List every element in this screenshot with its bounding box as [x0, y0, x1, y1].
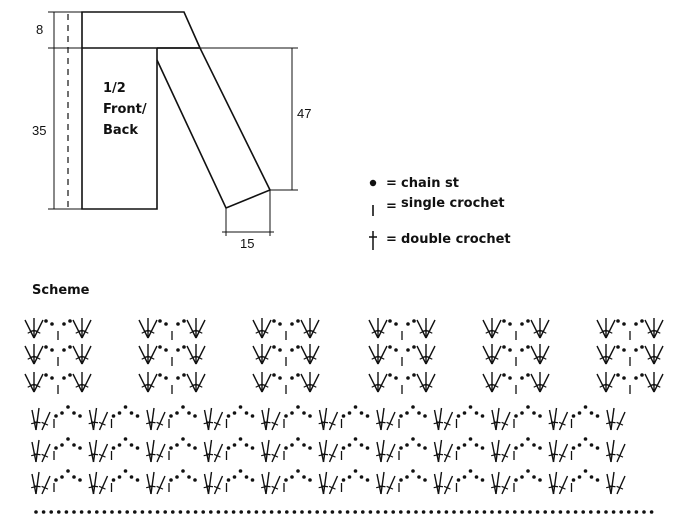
stitch-motif [482, 318, 550, 340]
stitch-motif [252, 318, 320, 340]
stitch-motif [146, 469, 197, 495]
stitch-motif [88, 469, 140, 495]
stitch-motif [368, 318, 436, 340]
stitch-motif [24, 344, 92, 366]
dimension-left: 35 [32, 123, 46, 138]
stitch-motif [596, 344, 664, 366]
stitch-motif [24, 318, 92, 340]
stitch-motif [88, 405, 140, 431]
stitch-motif [138, 372, 206, 394]
stitch-motif [203, 405, 255, 431]
stitch-motif [433, 437, 485, 463]
stitch-motif [261, 405, 312, 431]
stitch-motif [606, 439, 626, 463]
piece-label-line-3: Back [103, 123, 138, 138]
stitch-motif [606, 407, 626, 431]
chain-stitch-icon [369, 179, 377, 187]
legend-equals-3: = [386, 232, 397, 247]
stitch-motif [261, 437, 312, 463]
stitch-motif [482, 344, 550, 366]
stitch-motif [138, 318, 206, 340]
stitch-motif [318, 437, 370, 463]
stitch-motif [596, 318, 664, 340]
stitch-motif [368, 372, 436, 394]
stitch-motif [318, 405, 370, 431]
stitch-motif [376, 405, 427, 431]
stitch-motif [31, 437, 82, 463]
stitch-motif [376, 437, 427, 463]
stitch-motif [318, 469, 370, 495]
stitch-motif [261, 469, 312, 495]
stitch-motif [548, 469, 600, 495]
legend-double-crochet: double crochet [401, 232, 511, 247]
stitch-motif [606, 471, 626, 495]
stitch-motif [203, 469, 255, 495]
stitch-motif [491, 437, 542, 463]
stitch-motif [368, 344, 436, 366]
stitch-motif [491, 405, 542, 431]
legend-single-crochet: single crochet [401, 196, 505, 211]
piece-label-line-2: Front/ [103, 102, 147, 117]
stitch-motif [482, 372, 550, 394]
dimension-lines [48, 11, 298, 236]
stitch-motif [596, 372, 664, 394]
stitch-motif [31, 469, 82, 495]
legend-equals-2: = [386, 199, 397, 214]
stitch-motif [491, 469, 542, 495]
legend-equals-1: = [386, 176, 397, 191]
legend-chain: chain st [401, 176, 459, 191]
double-crochet-icon [369, 231, 377, 250]
stitch-motif [376, 469, 427, 495]
foundation-chain [34, 510, 654, 514]
stitch-motif [252, 372, 320, 394]
stitch-motif [88, 437, 140, 463]
stitch-motif [252, 344, 320, 366]
dimension-bottom: 15 [240, 236, 254, 251]
stitch-motif [548, 405, 600, 431]
stitch-motif [24, 372, 92, 394]
sleeve-outline [156, 47, 272, 210]
stitch-motif [138, 344, 206, 366]
stitch-chart [24, 318, 664, 514]
stitch-motif [203, 437, 255, 463]
stitch-motif [548, 437, 600, 463]
stitch-motif [31, 405, 82, 431]
stitch-motif [146, 405, 197, 431]
legend: = chain st = single crochet = double cro… [369, 176, 511, 250]
schematic [67, 11, 272, 210]
dimension-top: 8 [36, 22, 43, 37]
dimension-right: 47 [297, 106, 311, 121]
scheme-title: Scheme [32, 283, 90, 298]
piece-label-line-1: 1/2 [103, 81, 126, 96]
stitch-motif [146, 437, 197, 463]
stitch-motif [433, 469, 485, 495]
stitch-motif [433, 405, 485, 431]
